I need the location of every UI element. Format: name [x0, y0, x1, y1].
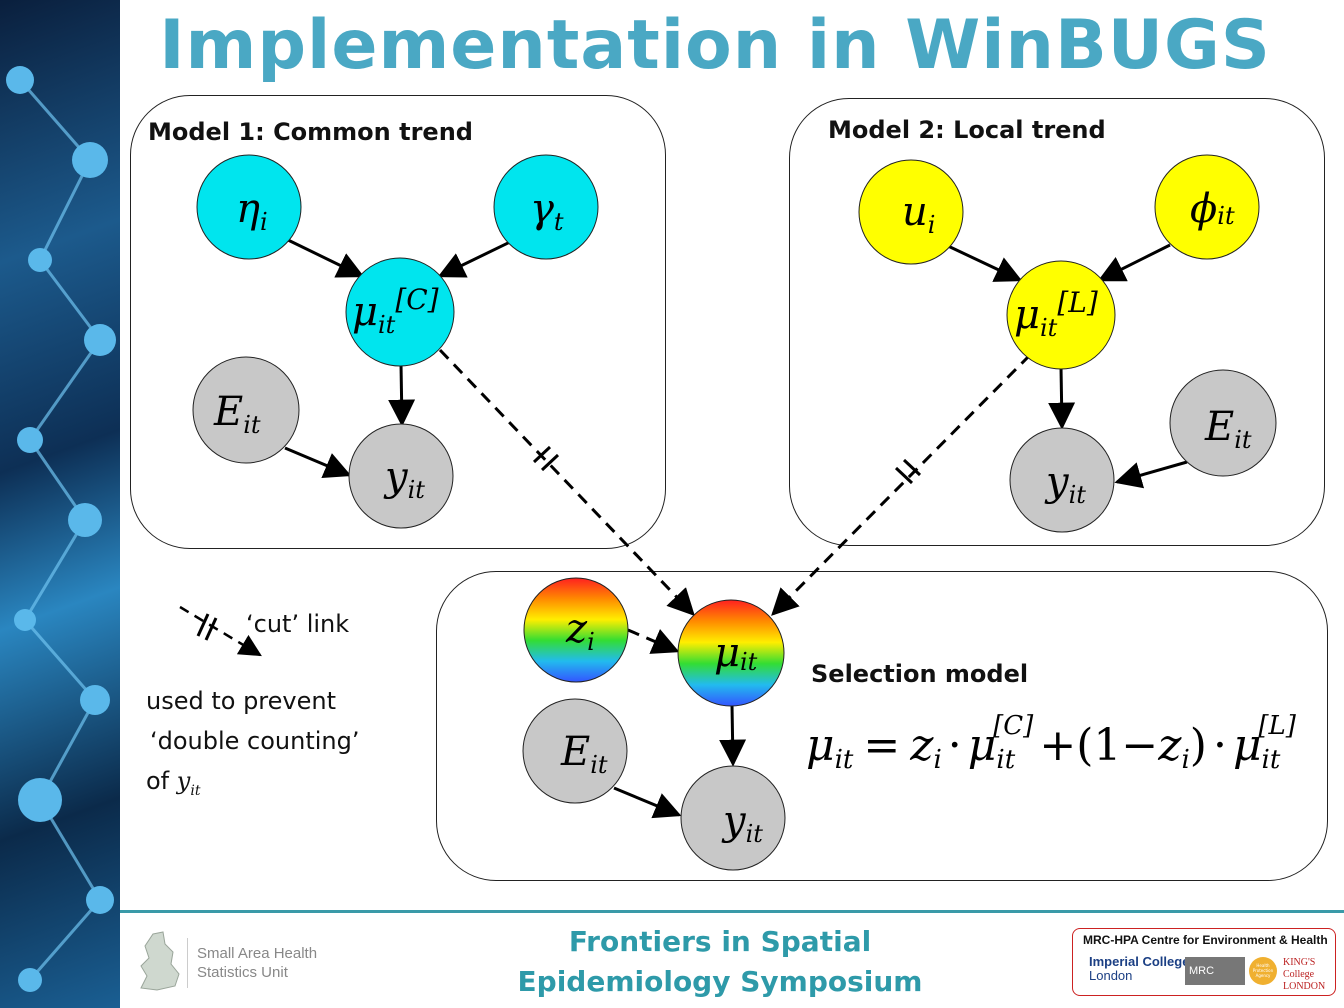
node-E2	[1169, 369, 1277, 477]
node-y3	[680, 765, 786, 871]
cut-mark-model1-a	[532, 445, 552, 464]
label-y2: yit	[1044, 459, 1086, 509]
sahsu-logo: Small Area Health Statistics Unit	[135, 930, 335, 995]
model1-heading: Model 1: Common trend	[148, 118, 473, 146]
partner-logos: MRC-HPA Centre for Environment & Health …	[1072, 928, 1336, 996]
kcl-line3: LONDON	[1283, 981, 1326, 992]
node-z	[523, 577, 629, 683]
label-y1: yit	[383, 454, 425, 504]
hpa-logo-text: Health Protection Agency	[1252, 963, 1274, 978]
edge-E2-y2	[1114, 460, 1188, 489]
cut-link-model2	[771, 353, 1032, 616]
note-line2: ‘double counting’	[150, 727, 360, 755]
edge-gamma-mu1	[437, 240, 511, 278]
node-mu-L	[1006, 260, 1116, 370]
cut-mark-model1-b	[540, 453, 560, 472]
cut-link-model1	[438, 348, 695, 616]
footer-divider	[120, 910, 1344, 913]
edge-mu1-y1	[388, 363, 416, 427]
edge-phi-mu2	[1097, 243, 1171, 282]
label-E1: Eit	[213, 389, 261, 439]
kcl-line1: KING'S	[1283, 957, 1316, 968]
legend-cut-mark-b	[204, 617, 218, 641]
symposium-line1: Frontiers in Spatial	[568, 925, 872, 958]
molecule-image	[6, 66, 116, 992]
edge-z-mu	[627, 628, 680, 654]
symposium-line2: Epidemiology Symposium	[517, 965, 923, 998]
model2-panel	[789, 98, 1325, 546]
label-gamma: γt	[530, 186, 564, 236]
icl-line1: Imperial College	[1089, 954, 1190, 969]
selection-heading: Selection model	[811, 660, 1029, 688]
cut-mark-model2-b	[902, 458, 922, 477]
label-E2: Eit	[1204, 404, 1252, 454]
edge-u-mu2	[947, 244, 1023, 282]
edge-mu2-y2	[1048, 366, 1076, 430]
cut-link-label: ‘cut’ link	[246, 610, 350, 638]
note-line1: used to prevent	[146, 687, 336, 715]
sahsu-text: Small Area Health Statistics Unit	[197, 944, 317, 982]
legend-cut-mark-a	[196, 613, 210, 637]
logo-separator	[187, 938, 188, 988]
label-E3: Eit	[560, 729, 608, 779]
note-line3: of yit	[146, 767, 200, 799]
label-mu-C: μit[C]	[352, 283, 439, 339]
england-map-icon	[140, 931, 180, 991]
label-y3: yit	[721, 798, 763, 848]
kcl-logo: KING'S College LONDON	[1283, 957, 1325, 992]
hpa-logo: Health Protection Agency	[1249, 957, 1277, 985]
node-phi	[1154, 154, 1260, 260]
edge-eta-mu1	[287, 238, 365, 278]
node-mu	[677, 599, 785, 707]
label-mu: μit	[714, 630, 758, 676]
model1-panel	[130, 95, 666, 549]
legend-cut-arrow	[179, 605, 262, 657]
centre-name: MRC-HPA Centre for Environment & Health	[1083, 933, 1328, 947]
node-y2	[1009, 427, 1115, 533]
unit-line1: Small Area Health	[197, 945, 318, 962]
node-mu-C	[345, 257, 455, 367]
note-var: y	[176, 767, 191, 795]
label-u: ui	[902, 189, 935, 239]
symposium-name: Frontiers in Spatial Epidemiology Sympos…	[470, 922, 970, 1002]
model2-heading: Model 2: Local trend	[828, 116, 1106, 144]
selection-formula: μit=zi·μit[C]+(1−zi)·μit[L]	[806, 711, 1297, 775]
selection-panel	[436, 571, 1328, 881]
label-eta: ηi	[236, 186, 268, 236]
edge-E3-y3	[613, 786, 682, 819]
edge-E1-y1	[284, 446, 352, 478]
node-u	[858, 159, 964, 265]
note-prefix: of	[146, 767, 170, 795]
node-E3	[522, 698, 628, 804]
label-z: zi	[565, 606, 595, 656]
node-E1	[192, 356, 300, 464]
label-mu-L: μit[L]	[1014, 286, 1098, 342]
note-sub: it	[190, 782, 201, 799]
unit-line2: Statistics Unit	[197, 964, 288, 981]
kcl-line2: College	[1283, 969, 1315, 980]
slide-title: Implementation in WinBUGS	[159, 6, 1271, 85]
node-y1	[348, 423, 454, 529]
node-eta	[196, 154, 302, 260]
icl-line2: London	[1089, 968, 1133, 983]
mrc-logo: MRC	[1185, 957, 1245, 985]
cut-mark-model2-a	[894, 466, 914, 485]
edge-mu-y3	[719, 704, 747, 767]
label-phi: ϕit	[1190, 186, 1235, 232]
decorative-sidebar	[0, 0, 120, 1008]
imperial-logo: Imperial College London	[1089, 955, 1189, 983]
node-gamma	[493, 154, 599, 260]
